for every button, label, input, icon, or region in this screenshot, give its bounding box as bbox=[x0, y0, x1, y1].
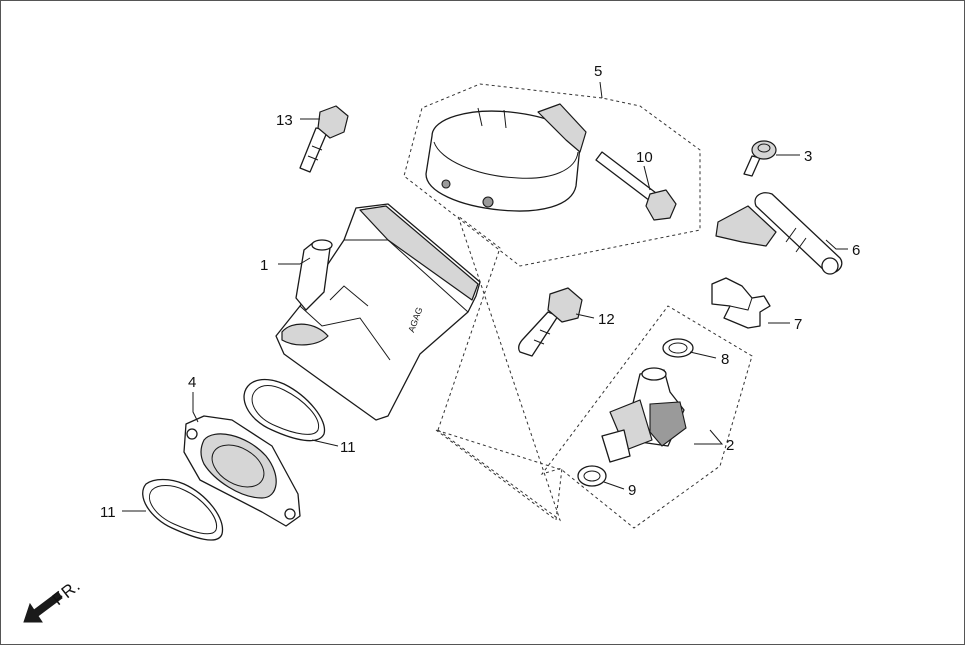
callout-labels: 1 2 3 4 5 6 7 8 9 10 11 11 12 13 bbox=[100, 63, 860, 521]
front-direction-indicator: FR. bbox=[23, 575, 84, 623]
part-9-seal bbox=[577, 465, 607, 487]
part-2-injector bbox=[601, 367, 687, 463]
part-11-gasket-lower bbox=[142, 478, 224, 541]
callout-11-lower: 11 bbox=[100, 504, 116, 521]
part-7-bracket bbox=[711, 277, 771, 329]
callout-9: 9 bbox=[628, 482, 636, 499]
part-6-sensor bbox=[715, 192, 843, 275]
callout-10: 10 bbox=[636, 149, 653, 166]
arrow-down-left-icon bbox=[23, 591, 63, 623]
part-4-flange bbox=[183, 415, 301, 527]
leader-lines bbox=[122, 81, 848, 512]
callout-2: 2 bbox=[726, 437, 734, 454]
part-3-screw bbox=[743, 140, 777, 177]
callout-5: 5 bbox=[594, 63, 602, 80]
part-8-oring bbox=[662, 338, 694, 358]
part-11-gasket-upper bbox=[243, 378, 326, 442]
callout-4: 4 bbox=[188, 374, 196, 391]
group-outline-1 bbox=[437, 214, 561, 522]
callout-11-upper: 11 bbox=[340, 439, 356, 456]
callout-12: 12 bbox=[598, 311, 615, 328]
group-outline-2 bbox=[435, 305, 753, 529]
part-12-bolt bbox=[518, 287, 583, 357]
part-10-bolt bbox=[595, 151, 677, 221]
part-13-bolt bbox=[299, 105, 349, 173]
callout-1: 1 bbox=[260, 257, 268, 274]
callout-3: 3 bbox=[804, 148, 812, 165]
callout-8: 8 bbox=[721, 351, 729, 368]
callout-7: 7 bbox=[794, 316, 802, 333]
part-1-throttle-body: AGAG bbox=[275, 203, 481, 421]
part-5-clamp-band bbox=[425, 103, 587, 212]
group-outline-5 bbox=[403, 83, 701, 267]
callout-13: 13 bbox=[276, 112, 293, 129]
callout-6: 6 bbox=[852, 242, 860, 259]
